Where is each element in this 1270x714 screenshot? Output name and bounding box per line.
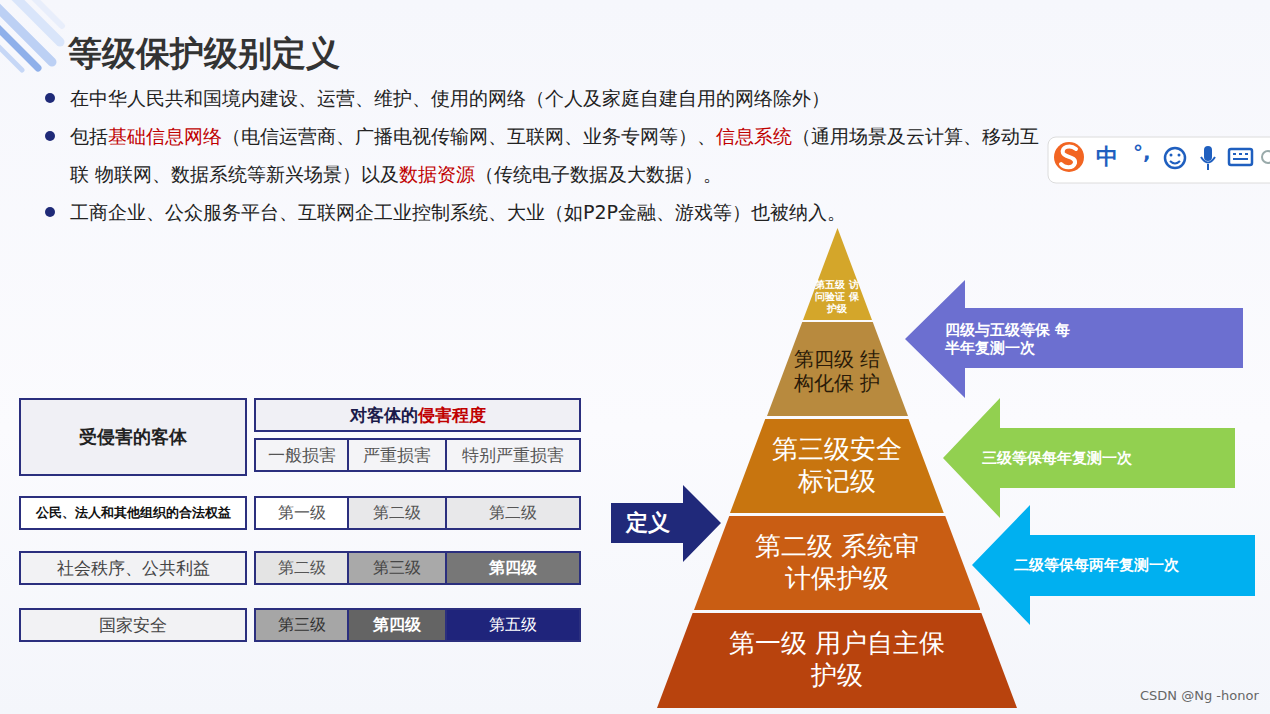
shape-fill (657, 613, 1017, 708)
table-cell: 国家安全 (19, 608, 247, 642)
table-cell: 第三级 (347, 551, 447, 585)
ime-punct: °, (1133, 140, 1151, 164)
table-cell: 社会秩序、公共利益 (19, 551, 247, 585)
shape-fill (972, 505, 1255, 625)
bullet-item: 包括基础信息网络（电信运营商、广播电视传输网、互联网、业务专网等）、信息系统（通… (70, 117, 1045, 193)
stripe (32, 0, 62, 26)
table-text: 第一级 (278, 503, 326, 524)
table-cell: 第四级 (445, 551, 581, 585)
ime-mode: 中 (1096, 142, 1118, 172)
bullet-item: 工商企业、公众服务平台、互联网企工业控制系统、大业（如P2P金融、游戏等）也被纳… (70, 193, 1045, 231)
table-cell: 严重损害 (347, 438, 447, 472)
emoji-eye (1170, 154, 1173, 157)
bullet-text: 在中华人民共和国境内建设、运营、维护、使用的网络（个人及家庭自建自用的网络除外） (70, 87, 830, 109)
table-text: 第三级 (278, 615, 326, 636)
node-label: 第二级 系统审 计保护级 (747, 531, 927, 594)
slide-title: 等级保护级别定义 (68, 31, 340, 77)
definition-arrow: 定义 (611, 485, 721, 562)
table-cell: 一般损害 (254, 438, 349, 472)
table-cell: 第三级 (254, 608, 349, 642)
table-text: 第四级 (489, 558, 537, 579)
table-cell: 第四级 (347, 608, 447, 642)
stripe (0, 26, 38, 68)
mic-icon (1204, 146, 1212, 161)
emoji-icon (1165, 148, 1185, 168)
table-text: 侵害程度 (418, 404, 486, 427)
node-label: 第三级安全 标记级 (762, 434, 912, 497)
shape-fill (611, 485, 721, 562)
table-cell: 特别严重损害 (445, 438, 581, 472)
shape-fill (803, 228, 872, 320)
table-cell: 第二级 (347, 496, 447, 530)
watermark: CSDN @Ng -honor (1140, 688, 1259, 703)
keyboard-keys (1233, 154, 1248, 159)
table-cell: 受侵害的客体 (19, 398, 247, 476)
toolbar-more (1262, 151, 1270, 163)
pyramid-level: 第四级 结构化保 护 (767, 322, 908, 416)
table-text: 国家安全 (99, 614, 167, 637)
ime-logo-mark (1061, 146, 1076, 167)
table-cell: 对客体的侵害程度 (254, 398, 581, 432)
shape-fill (905, 280, 1243, 398)
bullet-list: 在中华人民共和国境内建设、运营、维护、使用的网络（个人及家庭自建自用的网络除外）… (70, 79, 1045, 231)
pyramid-level: 第一级 用户自主保 护级 (657, 613, 1017, 708)
table-text: 一般损害 (268, 444, 336, 467)
table-text: 第五级 (489, 615, 537, 636)
node-label: 定义 (626, 510, 670, 537)
table-cell: 第一级 (254, 496, 349, 530)
table-text: 对客体的 (350, 404, 418, 427)
bullet-text: 工商企业、公众服务平台、互联网企工业控制系统、大业（如P2P金融、游戏等）也被纳… (70, 201, 846, 223)
pyramid-level: 第五级 访问验证 保护级 (803, 228, 872, 320)
shape-fill (694, 516, 981, 610)
node-label: 第五级 访问验证 保护级 (815, 279, 859, 316)
table-text: 严重损害 (363, 444, 431, 467)
table-text: 第二级 (489, 503, 537, 524)
node-label: 四级与五级等保 每半年复测一次 (945, 321, 1080, 358)
ime-logo (1054, 142, 1084, 172)
table-text: 公民、法人和其他组织的合法权益 (36, 504, 231, 522)
bullet-item: 在中华人民共和国境内建设、运营、维护、使用的网络（个人及家庭自建自用的网络除外） (70, 79, 1045, 117)
mic-stand (1201, 157, 1215, 170)
node-label: 二级等保每两年复测一次 (1014, 556, 1179, 574)
table-text: 第三级 (373, 558, 421, 579)
pyramid-level: 第三级安全 标记级 (730, 419, 944, 513)
bullet-text: （电信运营商、广播电视传输网、互联网、业务专网等）、 (222, 125, 716, 147)
table-cell: 公民、法人和其他组织的合法权益 (19, 496, 247, 530)
shape-fill (767, 322, 908, 416)
shape-fill (730, 419, 944, 513)
node-label: 第一级 用户自主保 护级 (721, 628, 953, 691)
table-cell: 第二级 (254, 551, 349, 585)
table-cell: 第二级 (445, 496, 581, 530)
callout-arrow: 四级与五级等保 每半年复测一次 (905, 280, 1243, 398)
ime-toolbar (1048, 137, 1270, 183)
table-cell: 第五级 (445, 608, 581, 642)
emoji-eye (1178, 154, 1181, 157)
keyboard-icon (1229, 149, 1252, 165)
stripe (0, 44, 22, 70)
bullet-text: 信息系统 (716, 125, 792, 147)
table-text: 第二级 (278, 558, 326, 579)
bullet-text: 基础信息网络 (108, 125, 222, 147)
corner-stripes (0, 0, 62, 70)
table-text: 第二级 (373, 503, 421, 524)
pyramid-level: 第二级 系统审 计保护级 (694, 516, 981, 610)
table-text: 社会秩序、公共利益 (57, 557, 210, 580)
node-label: 第四级 结构化保 护 (791, 347, 883, 396)
emoji-mouth (1170, 161, 1180, 164)
shape-fill (943, 398, 1235, 518)
table-text: 受侵害的客体 (79, 425, 187, 449)
table-text: 第四级 (373, 615, 421, 636)
table-text: 特别严重损害 (462, 444, 564, 467)
bullet-text: 数据资源 (399, 163, 475, 185)
callout-arrow: 三级等保每年复测一次 (943, 398, 1235, 518)
bullet-text: （传统电子数据及大数据）。 (475, 163, 722, 185)
callout-arrow: 二级等保每两年复测一次 (972, 505, 1255, 625)
node-label: 三级等保每年复测一次 (982, 449, 1132, 467)
bullet-text: 包括 (70, 125, 108, 147)
toolbar-panel (1048, 137, 1270, 183)
